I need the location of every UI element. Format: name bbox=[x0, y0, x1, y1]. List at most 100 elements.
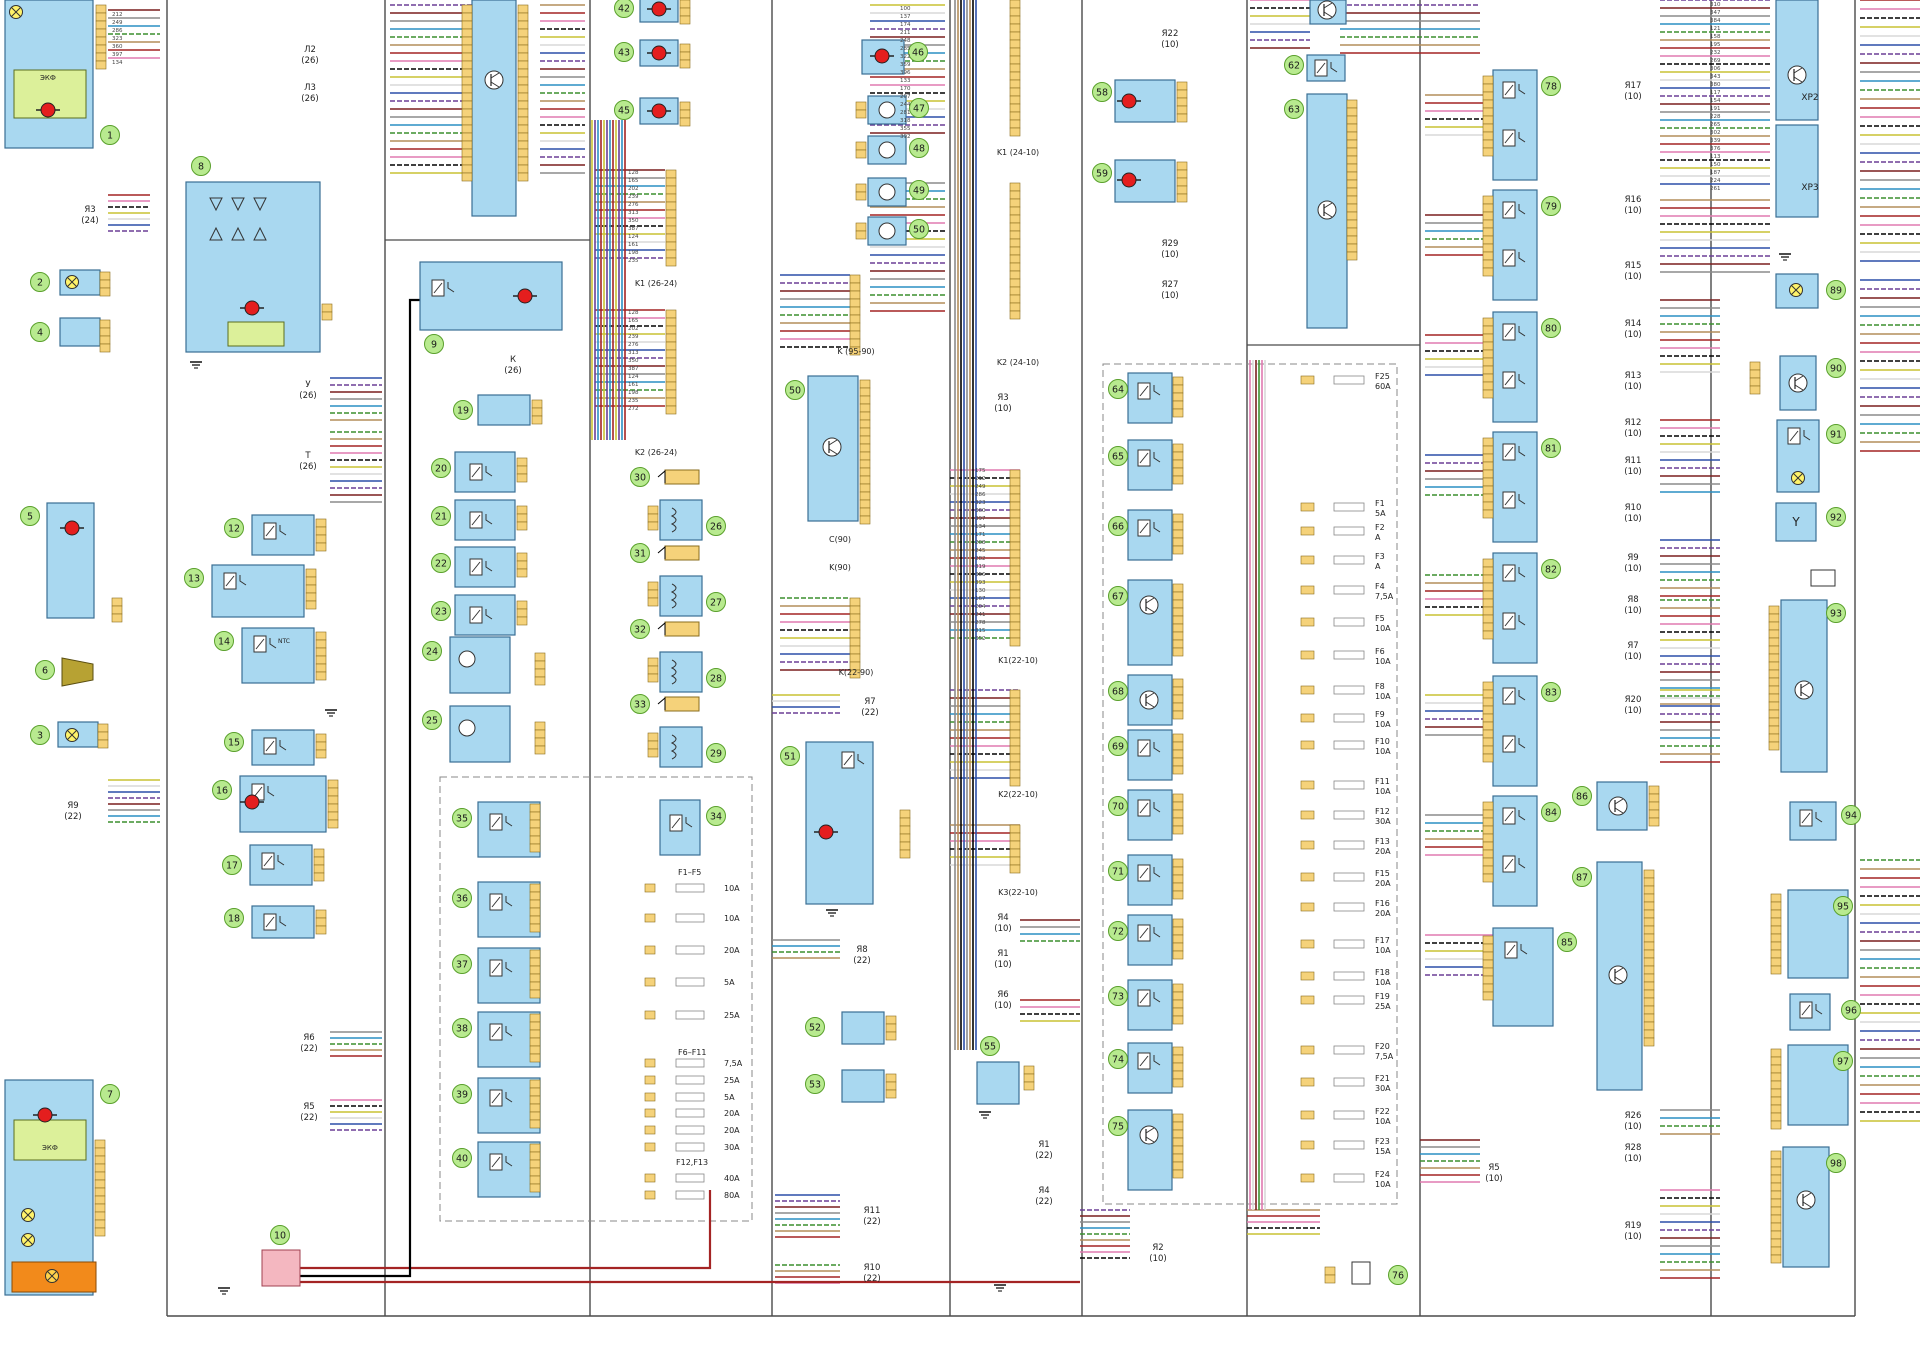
component-82-connector-pin bbox=[1482, 590, 1494, 600]
component-68-connector-pin bbox=[1172, 686, 1184, 696]
component-45-connector-pin bbox=[679, 101, 691, 111]
component-9-relay-coil-mark bbox=[433, 282, 443, 294]
k3-22-10-connector-pin bbox=[1009, 832, 1021, 842]
component-2-lamp-cross bbox=[67, 277, 77, 287]
harness-name: Я17 bbox=[1625, 81, 1642, 91]
component-28-connector-pin bbox=[647, 657, 659, 667]
component-50-connector-pin bbox=[859, 419, 871, 429]
connector-label: K1 (26-24) bbox=[635, 279, 677, 288]
main-fuse-name: F22 bbox=[1375, 1107, 1390, 1116]
component-80-connector-pin bbox=[1482, 349, 1494, 359]
component-top-ic-connector-left-pin bbox=[461, 44, 473, 54]
k1-wire-number: 387 bbox=[628, 226, 639, 232]
k1-26-24-connector-pin bbox=[665, 257, 677, 267]
k2-24-10-connector-pin bbox=[1009, 310, 1021, 320]
fuse-icon bbox=[675, 977, 705, 987]
component-63-connector-pin bbox=[1346, 203, 1358, 213]
component-63-connector-pin bbox=[1346, 171, 1358, 181]
component-50-connector-pin bbox=[859, 387, 871, 397]
component-67-connector-pin bbox=[1172, 623, 1184, 633]
component-85 bbox=[1492, 927, 1554, 1027]
component-78-connector-pin bbox=[1482, 139, 1494, 149]
k2-26-24-connector-pin bbox=[665, 309, 677, 319]
harness-name: Я9 bbox=[67, 801, 78, 811]
component-93-connector-pin bbox=[1768, 669, 1780, 679]
harness-name: Я19 bbox=[1625, 1221, 1642, 1231]
component-64-connector-pin bbox=[1172, 408, 1184, 418]
component-76-sensor-icon bbox=[1351, 1261, 1371, 1285]
fuse-icon bbox=[675, 913, 705, 923]
component-93-usb-icon bbox=[1810, 569, 1836, 587]
component-75-connector-pin bbox=[1172, 1145, 1184, 1155]
component-top-ic-connector-right-pin bbox=[517, 164, 529, 174]
harness-size: (10) bbox=[1624, 652, 1641, 662]
xp2-wire-number: 380 bbox=[1710, 82, 1721, 88]
component-74-connector-pin bbox=[1172, 1078, 1184, 1088]
main-fuse-icon bbox=[1333, 375, 1365, 385]
component-67-connector-pin bbox=[1172, 615, 1184, 625]
component-9-callout bbox=[424, 334, 444, 354]
component-66-relay-coil-mark bbox=[1139, 522, 1149, 534]
main-fuse-rating: A bbox=[1375, 562, 1381, 571]
k1-26-24-connector-pin bbox=[665, 201, 677, 211]
fuse-rating: 40A bbox=[724, 1174, 740, 1183]
component-84-connector-pin bbox=[1482, 865, 1494, 875]
k22-wire-number: 171 bbox=[975, 532, 986, 538]
component-69-relay-coil-mark bbox=[1139, 742, 1149, 754]
harness-size: (10) bbox=[1624, 606, 1641, 616]
component-39-connector-pin bbox=[529, 1111, 541, 1121]
component-1-connector-pin bbox=[95, 12, 107, 22]
component-71-connector-pin bbox=[1172, 874, 1184, 884]
k2-22-10-connector-pin bbox=[1009, 745, 1021, 755]
component-87-transistor-emitter bbox=[1614, 976, 1624, 983]
main-fuse-pin bbox=[1300, 713, 1315, 723]
component-2-connector-pin bbox=[99, 279, 111, 289]
component-40-connector-pin bbox=[529, 1167, 541, 1177]
component-86-connector-pin bbox=[1648, 785, 1660, 795]
component-66-connector-pin bbox=[1172, 529, 1184, 539]
harness-size: (10) bbox=[1624, 382, 1641, 392]
component-50-connector-pin bbox=[859, 443, 871, 453]
component-86-transistor-icon bbox=[1608, 796, 1628, 816]
c1-wire-number: 286 bbox=[112, 28, 123, 34]
main-fuse-pin bbox=[1300, 740, 1315, 750]
component-98-connector-pin bbox=[1770, 1238, 1782, 1248]
component-75-connector-pin bbox=[1172, 1169, 1184, 1179]
main-fuse-icon bbox=[1333, 585, 1365, 595]
k2-24-10-connector-pin bbox=[1009, 222, 1021, 232]
component-93-connector-pin bbox=[1768, 613, 1780, 623]
component-87-connector-pin bbox=[1643, 941, 1655, 951]
xp2-wire-number: 121 bbox=[1710, 26, 1721, 32]
component-50-connector-pin bbox=[859, 403, 871, 413]
k22-90-connector-pin bbox=[849, 629, 861, 639]
component-66-callout bbox=[1108, 516, 1128, 536]
main-fuse-rating: 7,5A bbox=[1375, 1052, 1394, 1061]
component-73-connector-pin bbox=[1172, 999, 1184, 1009]
component-79-relay-coil-mark bbox=[1504, 204, 1514, 216]
component-50-connector-pin bbox=[859, 475, 871, 485]
main-fuse-pin bbox=[1300, 617, 1315, 627]
component-18-relay-contact-icon bbox=[279, 916, 287, 927]
component-top-ic-transistor-collector bbox=[490, 72, 500, 79]
k24-wire-number: 100 bbox=[900, 6, 911, 12]
main-fuse-pin bbox=[1300, 902, 1315, 912]
component-47-connector-pin bbox=[855, 101, 867, 111]
connector-label: C(90) bbox=[829, 535, 851, 544]
component-50-connector-pin bbox=[859, 379, 871, 389]
component-70-connector-pin bbox=[1172, 825, 1184, 835]
component-69-callout-label: 69 bbox=[1112, 742, 1124, 753]
k2-26-24-connector-pin bbox=[665, 349, 677, 359]
component-85-callout-label: 85 bbox=[1561, 938, 1573, 949]
component-63-transistor-emitter bbox=[1323, 211, 1333, 218]
component-84-relay-contact-icon bbox=[1518, 858, 1526, 869]
component-76-connector-pin bbox=[1324, 1274, 1336, 1284]
component-45-callout-label: 45 bbox=[618, 106, 630, 117]
component-37-connector-pin bbox=[529, 957, 541, 967]
k2-24-10-connector-pin bbox=[1009, 214, 1021, 224]
k2-26-24-connector-pin bbox=[665, 397, 677, 407]
component-8-regulator bbox=[227, 321, 285, 347]
component-31-callout bbox=[630, 543, 650, 563]
component-21-relay-coil-mark bbox=[471, 514, 481, 526]
component-37-connector-pin bbox=[529, 981, 541, 991]
component-69-connector-pin bbox=[1172, 757, 1184, 767]
